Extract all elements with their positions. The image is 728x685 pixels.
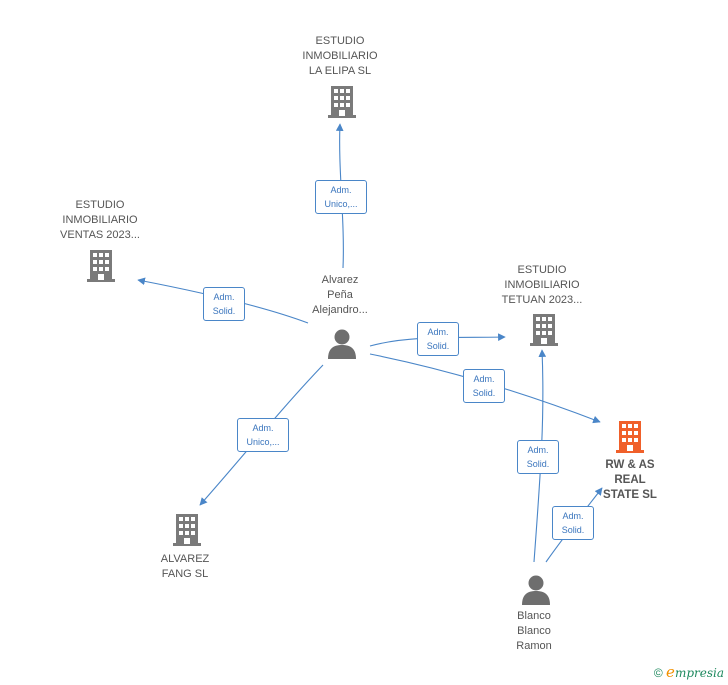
node-label-ventas[interactable]: ESTUDIO INMOBILIARIO VENTAS 2023...	[60, 199, 140, 241]
building-icon[interactable]	[328, 86, 356, 118]
building-icon[interactable]	[173, 514, 201, 546]
edge-label-to-fang: Adm. Unico,...	[237, 418, 289, 452]
node-label-fang[interactable]: ALVAREZ FANG SL	[160, 553, 210, 580]
edge-label-to-rw: Adm. Solid.	[463, 369, 505, 403]
node-label-tetuan[interactable]: ESTUDIO INMOBILIARIO TETUAN 2023...	[501, 264, 583, 306]
edge-label-blanco-tetuan: Adm. Solid.	[517, 440, 559, 474]
edge-label-to-ventas: Adm. Solid.	[203, 287, 245, 321]
edge-label-to-tetuan: Adm. Solid.	[417, 322, 459, 356]
node-label-blanco[interactable]: Blanco Blanco Ramon	[516, 610, 552, 652]
building-icon[interactable]	[87, 250, 115, 282]
brand-logo[interactable]: © empresia	[654, 663, 724, 681]
building-icon[interactable]	[530, 314, 558, 346]
edge-label-blanco-rw: Adm. Solid.	[552, 506, 594, 540]
node-label-elipa[interactable]: ESTUDIO INMOBILIARIO LA ELIPA SL	[302, 35, 378, 77]
brand-logo-e: e	[666, 663, 675, 681]
building-icon[interactable]	[616, 421, 644, 453]
edge-label-to-elipa: Adm. Unico,...	[315, 180, 367, 214]
brand-logo-text: mpresia	[674, 666, 724, 680]
person-icon[interactable]	[522, 575, 550, 606]
person-icon[interactable]	[328, 329, 356, 360]
node-label-rw[interactable]: RW & AS REAL STATE SL	[603, 459, 657, 501]
copyright-symbol: ©	[653, 666, 663, 680]
node-label-alvarez[interactable]: Alvarez Peña Alejandro...	[312, 274, 368, 316]
